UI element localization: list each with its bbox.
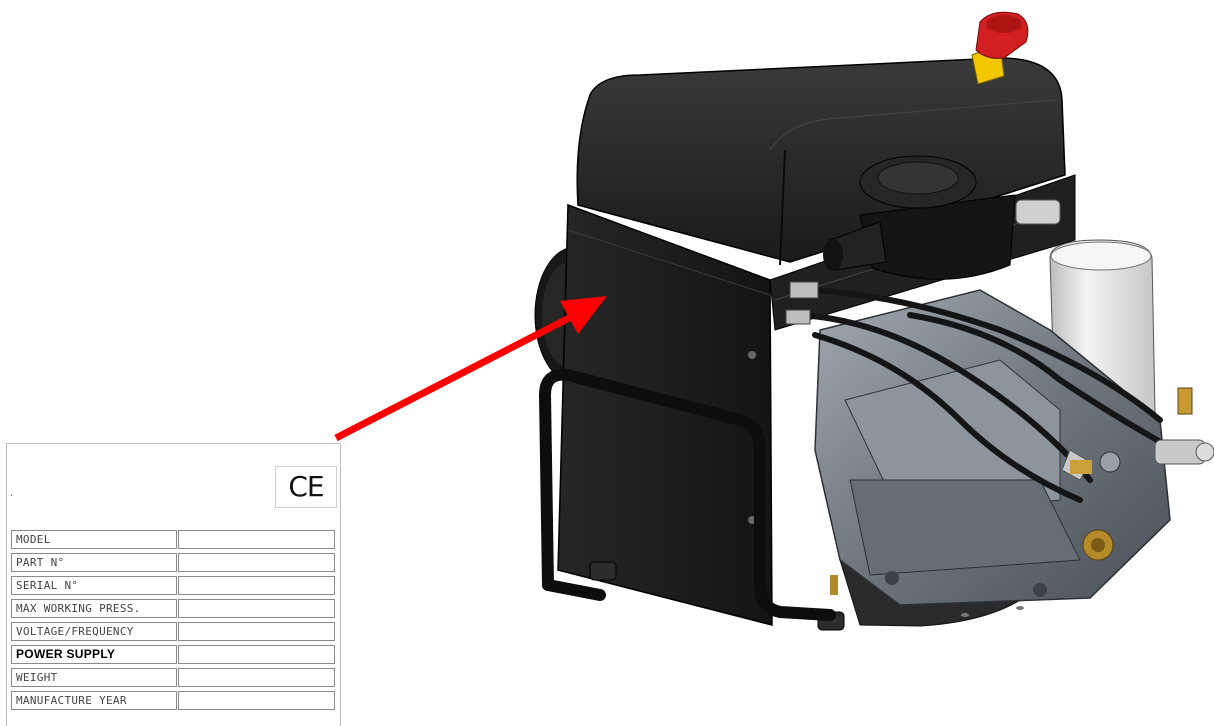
row-label: POWER SUPPLY xyxy=(11,645,177,664)
red-arrow-icon xyxy=(334,296,607,442)
row-label: SERIAL N° xyxy=(11,576,177,595)
nameplate: CE MODEL PART N° SERIAL N° MAX WORKING P… xyxy=(6,443,341,726)
row-label: WEIGHT xyxy=(11,668,177,687)
row-value xyxy=(178,576,335,595)
ce-mark-text: CE xyxy=(288,470,324,503)
row-label: MAX WORKING PRESS. xyxy=(11,599,177,618)
tube-frame xyxy=(538,368,836,621)
row-label: MANUFACTURE YEAR xyxy=(11,691,177,710)
row-label: PART N° xyxy=(11,553,177,572)
row-value xyxy=(178,530,335,549)
hoses xyxy=(797,287,1178,503)
row-label: VOLTAGE/FREQUENCY xyxy=(11,622,177,641)
ce-mark-icon: CE xyxy=(275,466,337,508)
row-value xyxy=(178,645,335,664)
row-value xyxy=(178,668,335,687)
row-value xyxy=(178,691,335,710)
fittings xyxy=(785,199,1214,481)
row-value xyxy=(178,553,335,572)
row-label: MODEL xyxy=(11,530,177,549)
row-value xyxy=(178,622,335,641)
air-intake xyxy=(823,155,1016,280)
emergency-stop-icon xyxy=(971,11,1029,85)
plate-mark xyxy=(11,494,12,496)
row-value xyxy=(178,599,335,618)
